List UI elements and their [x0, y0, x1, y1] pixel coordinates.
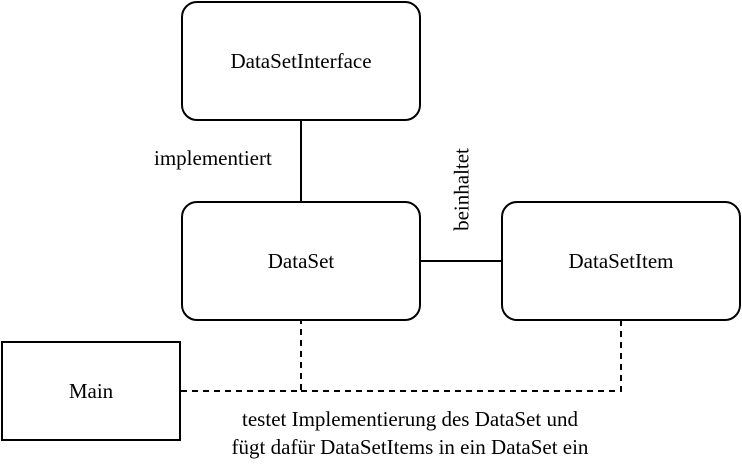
node-main-label: Main	[68, 378, 114, 403]
node-dataset-item-label: DataSetItem	[568, 248, 674, 273]
node-main[interactable]: Main	[1, 341, 181, 441]
edge-tests-dataset-item	[301, 321, 622, 392]
node-dataset-label: DataSet	[267, 248, 335, 273]
node-dataset-item[interactable]: DataSetItem	[501, 201, 741, 321]
node-dataset-interface[interactable]: DataSetInterface	[181, 1, 421, 121]
edge-label-tests-line1: testet Implementierung des DataSet und	[242, 407, 578, 431]
edge-label-tests-line2: fügt dafür DataSetItems in ein DataSet e…	[231, 435, 589, 459]
edge-label-contains: beinhaltet	[449, 148, 474, 231]
edge-tests-dataset	[181, 321, 302, 392]
node-dataset[interactable]: DataSet	[181, 201, 421, 321]
node-dataset-interface-label: DataSetInterface	[230, 48, 372, 73]
edge-label-implements: implementiert	[154, 146, 272, 170]
edge-label-tests: testet Implementierung des DataSet und f…	[180, 405, 640, 461]
